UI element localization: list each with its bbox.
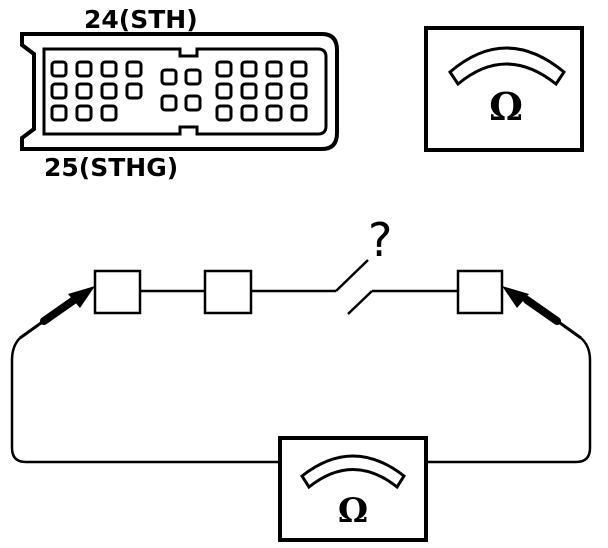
connector-top-label: 24(STH) [84, 5, 198, 34]
test-lead-left-wire [10, 337, 280, 464]
circuit-component-middle [203, 269, 253, 315]
ohmmeter-top: Ω [424, 26, 584, 152]
probe-left-icon [19, 286, 95, 340]
connector-housing [20, 32, 339, 151]
switch-question-mark: ? [368, 213, 392, 267]
open-switch-contact [335, 259, 369, 292]
ohm-symbol-icon: Ω [489, 84, 523, 129]
circuit-terminal-left [93, 269, 142, 315]
ohmmeter-top-scale-arc [448, 46, 566, 87]
open-switch-contact [347, 290, 373, 315]
ohmmeter-bottom-scale-arc [300, 454, 406, 490]
connector-diagram: 24(STH) [20, 5, 339, 182]
test-lead-right-wire [426, 337, 592, 464]
probe-right-icon [502, 286, 582, 340]
test-circuit [10, 259, 592, 464]
ohm-symbol-icon: Ω [338, 491, 368, 531]
circuit-terminal-right [456, 269, 504, 315]
ohmmeter-bottom: Ω [278, 436, 428, 542]
connector-pin-grid [50, 60, 308, 122]
connector-bottom-label: 25(STHG) [44, 153, 178, 182]
connector-inner-frame [42, 47, 328, 136]
